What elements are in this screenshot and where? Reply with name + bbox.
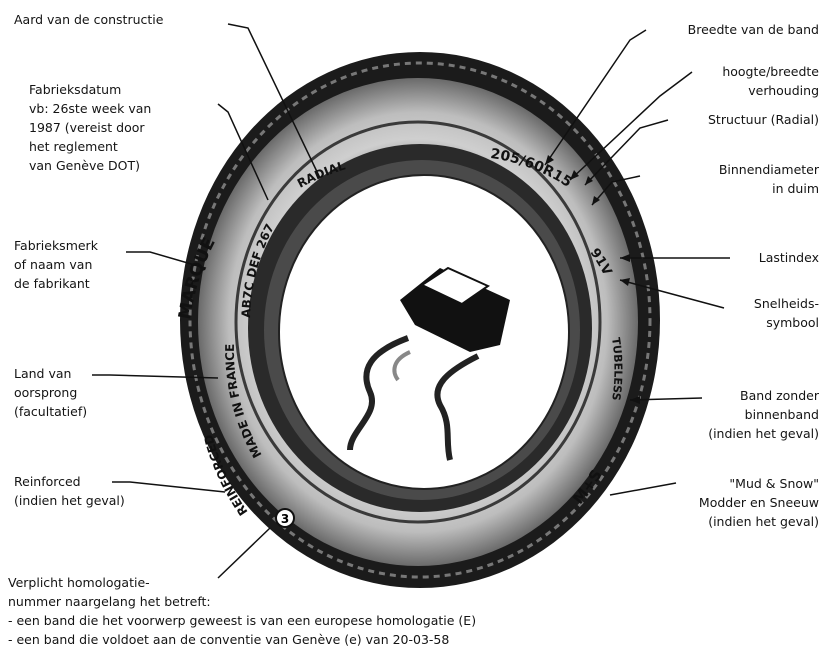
- label-tubeless: Band zonder binnenband (indien het geval…: [708, 386, 819, 443]
- label-load-index: Lastindex: [759, 248, 819, 267]
- leader-aspect: [570, 72, 692, 180]
- label-reinforced: Reinforced (indien het geval): [14, 472, 125, 510]
- svg-text:3: 3: [281, 512, 289, 526]
- label-brand: Fabrieksmerk of naam van de fabrikant: [14, 236, 98, 293]
- label-construction: Aard van de constructie: [14, 10, 163, 29]
- label-mud-snow: "Mud & Snow" Modder en Sneeuw (indien he…: [699, 474, 819, 531]
- label-width: Breedte van de band: [688, 20, 819, 39]
- label-structure: Structuur (Radial): [708, 110, 819, 129]
- label-inner-diameter: Binnendiameter in duim: [719, 160, 819, 198]
- label-origin: Land van oorsprong (facultatief): [14, 364, 87, 421]
- homologation-note: Verplicht homologatie- nummer naargelang…: [8, 573, 476, 649]
- leader-homologation: [218, 528, 270, 578]
- label-speed-symbol: Snelheids- symbool: [754, 294, 819, 332]
- label-aspect-ratio: hoogte/breedte verhouding: [722, 62, 819, 100]
- leader-mud-snow: [610, 483, 676, 495]
- homologation-mark-icon: 3: [276, 509, 294, 527]
- leader-reinforced: [112, 482, 225, 492]
- label-manufacture-date: Fabrieksdatum vb: 26ste week van 1987 (v…: [29, 80, 151, 175]
- tire-hole: [279, 175, 569, 489]
